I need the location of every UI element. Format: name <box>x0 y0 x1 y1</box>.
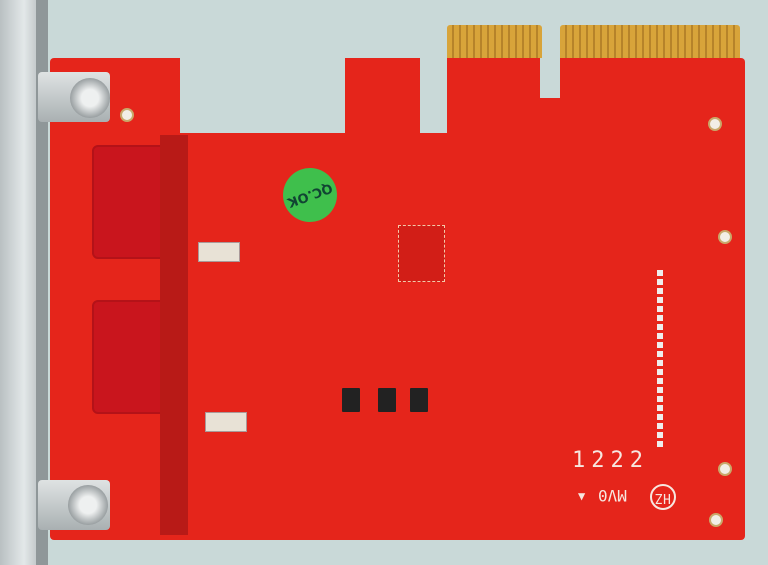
via-hole <box>709 513 723 527</box>
transistor-q6 <box>410 388 428 412</box>
screw-bottom <box>68 485 108 525</box>
board-marking: MV0 <box>598 486 627 505</box>
capacitor-c104 <box>198 242 240 262</box>
via-hole <box>718 462 732 476</box>
sticker-text: QC.OK <box>285 179 335 211</box>
board-tab <box>345 60 420 135</box>
screw-top <box>70 78 110 118</box>
bracket-edge <box>36 0 48 565</box>
triangle-marker-icon: ▼ <box>578 489 586 503</box>
ground-trace <box>160 135 188 535</box>
header-pads <box>657 270 663 450</box>
board-tab <box>560 58 740 98</box>
key-notch <box>540 58 560 98</box>
transistor-q5 <box>378 388 396 412</box>
via-hole <box>120 108 134 122</box>
board-tab <box>447 58 542 138</box>
date-code: 1222 <box>572 448 649 473</box>
via-hole <box>718 230 732 244</box>
board-notch <box>180 58 345 133</box>
manufacturer-logo: HZ <box>650 484 676 510</box>
board-notch <box>420 58 447 133</box>
via-hole <box>708 117 722 131</box>
controller-footprint <box>398 225 445 282</box>
transistor-q3 <box>342 388 360 412</box>
capacitor-c100 <box>205 412 247 432</box>
